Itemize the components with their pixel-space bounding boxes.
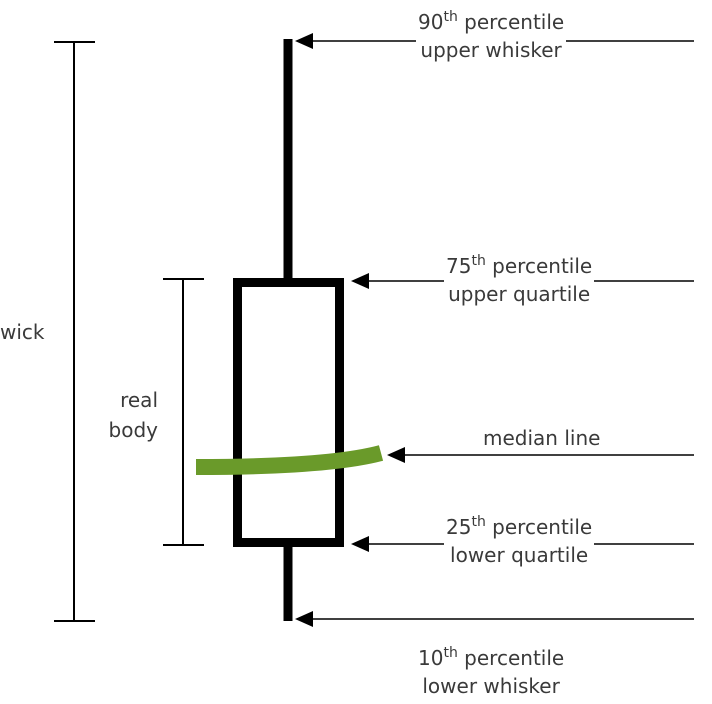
- label-75th-percentile: 75th percentile upper quartile: [444, 252, 595, 308]
- label-75th-title: 75th percentile: [446, 253, 593, 278]
- label-25th-percentile: 25th percentile lower quartile: [444, 513, 595, 569]
- real-body-label: real body: [107, 385, 160, 445]
- arrowhead-25th: [351, 536, 369, 552]
- label-90th-title: 90th percentile: [418, 9, 565, 34]
- real-body-label-line1: real: [120, 388, 158, 412]
- label-median-line: median line: [481, 424, 603, 452]
- label-10th-desc: lower whisker: [422, 674, 560, 698]
- arrowhead-90th: [295, 33, 313, 49]
- label-25th-title: 25th percentile: [446, 514, 593, 539]
- label-10th-percentile: 10th percentile lower whisker: [416, 644, 567, 700]
- real-body-label-line2: body: [108, 418, 158, 442]
- label-90th-desc: upper whisker: [420, 38, 562, 62]
- label-25th-desc: lower quartile: [450, 543, 589, 567]
- wick-label: wick: [0, 318, 47, 346]
- box-body: [233, 278, 344, 547]
- arrowhead-median: [387, 447, 405, 463]
- label-75th-desc: upper quartile: [448, 282, 591, 306]
- median-line: [195, 445, 384, 475]
- label-10th-title: 10th percentile: [418, 645, 565, 670]
- label-90th-percentile: 90th percentile upper whisker: [416, 8, 567, 64]
- arrowhead-10th: [295, 611, 313, 627]
- arrowhead-75th: [351, 273, 369, 289]
